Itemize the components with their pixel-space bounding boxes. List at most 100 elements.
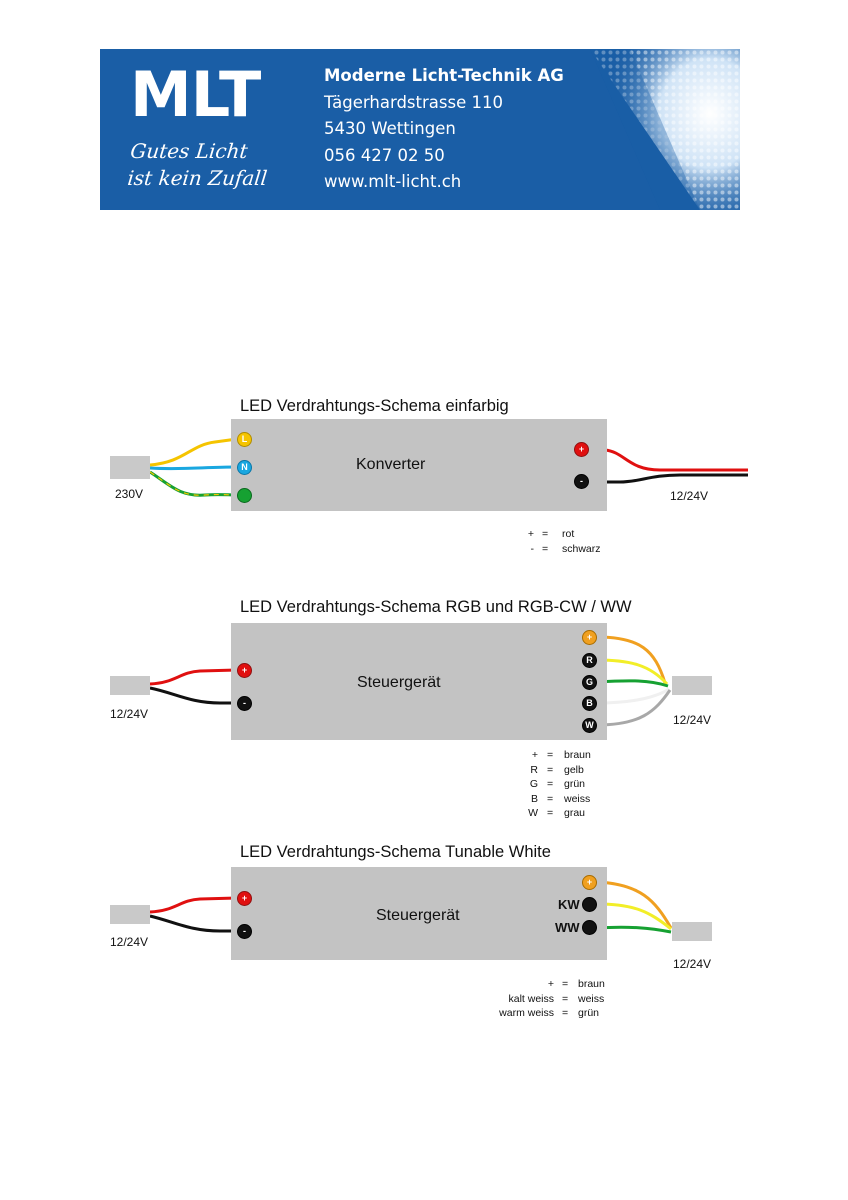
slogan-line-2: ist kein Zufall [126, 166, 269, 190]
legend-tunable-white: + = braun kalt weiss = weiss warm weiss … [488, 977, 618, 1021]
legend-row: warm weiss = grün [488, 1006, 618, 1021]
terminal-w: W [582, 718, 597, 733]
wire-minus-in-3 [149, 914, 237, 933]
legend-value: rot [562, 528, 575, 540]
wire-minus-in-2 [149, 686, 237, 705]
legend-eq: = [547, 792, 554, 805]
legend-eq: = [547, 749, 554, 761]
legend-row: + = braun [488, 977, 618, 992]
legend-einfarbig: + = rot - = schwarz [522, 527, 642, 556]
output-plug [672, 922, 712, 941]
legend-eq: = [562, 992, 569, 1005]
legend-row: - = schwarz [522, 542, 642, 557]
wire-b-out-2 [596, 687, 670, 705]
wire-plus-out-1 [588, 448, 748, 472]
terminal-plus-out: + [574, 442, 589, 457]
controller-box [231, 867, 607, 960]
controller-box [231, 623, 607, 740]
company-city: 5430 Wettingen [324, 119, 456, 138]
wire-pe-stripe [149, 471, 238, 496]
legend-value: weiss [564, 792, 591, 805]
output-voltage: 12/24V [670, 489, 709, 503]
wire-minus-out-1 [588, 473, 748, 484]
terminal-plus-in: + [237, 663, 252, 678]
legend-row: + = braun [522, 748, 642, 763]
legend-row: kalt weiss = weiss [488, 992, 618, 1007]
legend-eq: = [562, 1007, 569, 1019]
legend-key: R [530, 763, 538, 776]
legend-key: + [527, 528, 534, 540]
legend-eq: = [547, 807, 554, 819]
legend-eq: = [547, 763, 554, 776]
legend-value: grau [564, 807, 586, 819]
wire-w-out-2 [596, 689, 672, 727]
legend-value: braun [564, 749, 591, 761]
legend-value: grün [564, 778, 586, 790]
wire-l [149, 437, 238, 467]
input-plug [110, 676, 150, 695]
label-kw: KW [558, 897, 580, 912]
mlt-logo: MLT [130, 58, 261, 131]
terminal-b: B [582, 696, 597, 711]
legend-value: braun [578, 978, 605, 990]
input-voltage: 12/24V [110, 707, 149, 721]
diagram-title: LED Verdrahtungs-Schema RGB und RGB-CW /… [240, 598, 632, 616]
legend-key: warm weiss [499, 1007, 554, 1019]
wire-plus-in-2 [149, 668, 238, 686]
wire-plus-in-3 [149, 896, 238, 914]
terminal-minus-out: - [574, 474, 589, 489]
slogan-line-1: Gutes Licht [129, 139, 249, 163]
legend-value: gelb [564, 763, 584, 776]
wire-g-out-2 [596, 679, 669, 688]
legend-key: - [530, 542, 535, 555]
legend-value: schwarz [562, 542, 601, 555]
legend-key: G [529, 778, 538, 790]
legend-eq: = [547, 778, 554, 790]
output-plug [672, 676, 712, 695]
legend-row: R = gelb [522, 763, 642, 778]
terminal-plus-out: + [582, 630, 597, 645]
terminal-kw [582, 897, 597, 912]
legend-key: B [530, 792, 538, 805]
diagram-title: LED Verdrahtungs-Schema einfarbig [240, 397, 509, 415]
input-plug [110, 905, 150, 924]
wire-ww-out-3 [596, 925, 672, 934]
terminal-minus-in: - [237, 924, 252, 939]
wire-plus-out-2 [596, 635, 667, 684]
company-name: Moderne Licht-Technik AG [324, 66, 564, 85]
terminal-g: G [582, 675, 597, 690]
wire-pe [149, 470, 238, 497]
slogan: Gutes Licht ist kein Zufall [126, 138, 271, 192]
terminal-n: N [237, 460, 252, 475]
device-label: Konverter [356, 456, 426, 473]
legend-key: W [528, 807, 538, 819]
wire-plus-out-3 [596, 880, 673, 929]
legend-row: B = weiss [522, 792, 642, 807]
company-street: Tägerhardstrasse 110 [324, 92, 503, 112]
legend-eq: = [562, 978, 569, 990]
terminal-minus-in: - [237, 696, 252, 711]
terminal-ww [582, 920, 597, 935]
label-ww: WW [555, 920, 580, 935]
legend-row: + = rot [522, 527, 642, 542]
legend-value: grün [578, 1007, 600, 1019]
header-banner: MLT Gutes Licht ist kein Zufall Moderne … [100, 49, 740, 210]
terminal-r: R [582, 653, 597, 668]
output-voltage: 12/24V [673, 957, 712, 971]
wire-r-out-2 [596, 658, 669, 686]
legend-value: weiss [578, 992, 605, 1005]
legend-key: + [531, 749, 538, 761]
terminal-plus-out: + [582, 875, 597, 890]
wire-n [149, 465, 238, 471]
legend-eq: = [542, 528, 549, 540]
input-voltage: 230V [115, 487, 144, 501]
diagram-title: LED Verdrahtungs-Schema Tunable White [240, 843, 551, 861]
company-web: www.mlt-licht.ch [324, 172, 462, 191]
converter-box [231, 419, 607, 511]
wire-kw-out-3 [596, 902, 672, 931]
device-label: Steuergerät [357, 674, 441, 691]
legend-key: + [547, 978, 554, 990]
company-address: Moderne Licht-Technik AG Tägerhardstrass… [324, 63, 564, 196]
terminal-pe [237, 488, 252, 503]
